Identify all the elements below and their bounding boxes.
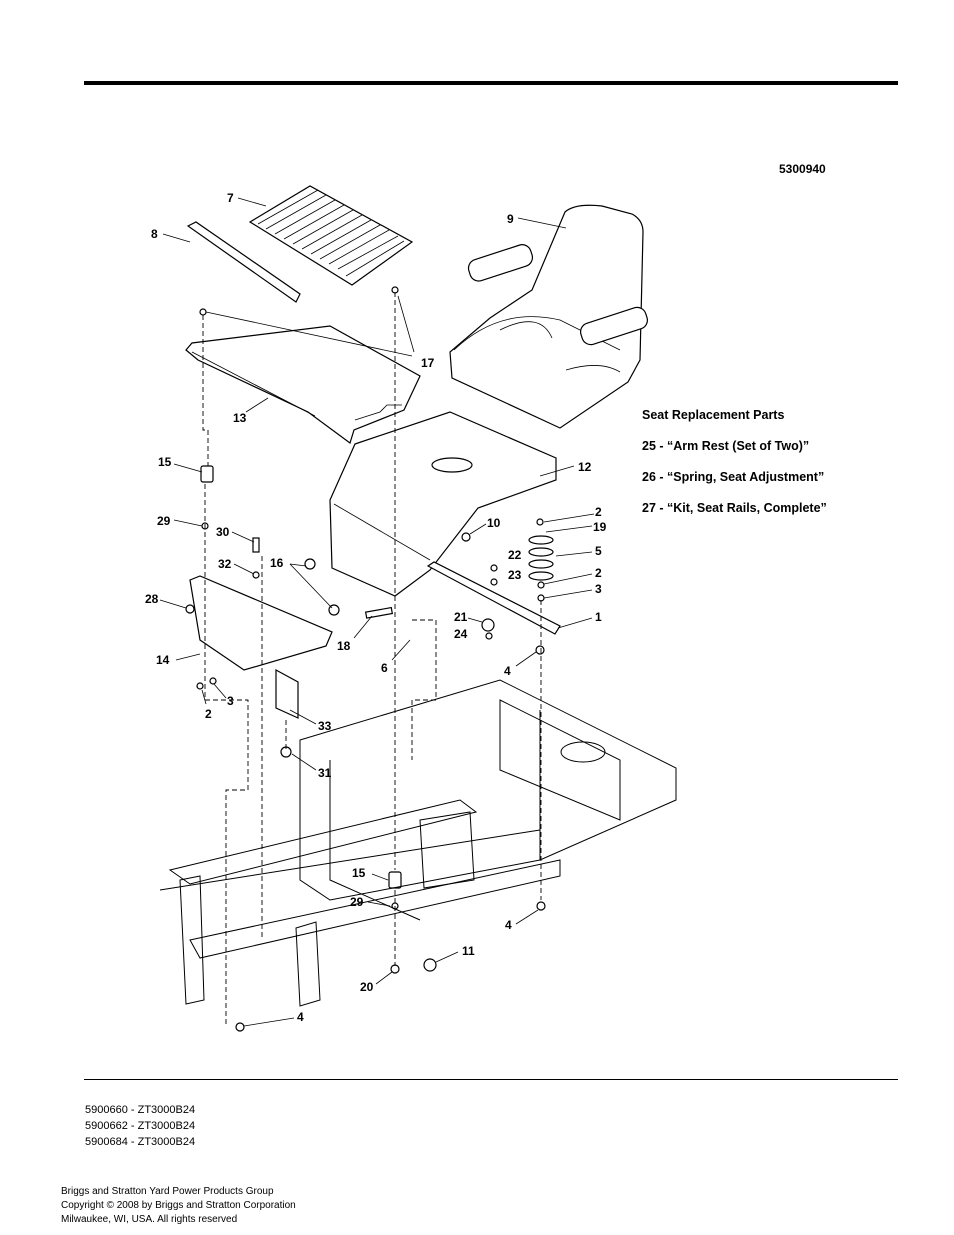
model-number: 5900684 - ZT3000B24: [85, 1136, 196, 1148]
part-label: 29: [350, 895, 364, 909]
part-label: 4: [505, 918, 512, 932]
part-label: 2: [595, 505, 602, 519]
part-label: 17: [421, 356, 435, 370]
floor-mat-part: [248, 185, 414, 286]
part-label: 12: [578, 460, 592, 474]
part-label: 5: [595, 544, 602, 558]
part-label: 22: [508, 548, 522, 562]
part-label: 13: [233, 411, 247, 425]
part-label: 31: [318, 766, 332, 780]
seat-parts-item: 25 - “Arm Rest (Set of Two)”: [642, 439, 810, 453]
model-number: 5900662 - ZT3000B24: [85, 1120, 196, 1132]
part-label: 4: [297, 1010, 304, 1024]
part-label: 19: [593, 520, 607, 534]
part-label: 1: [595, 610, 602, 624]
seat-bracket-part: [329, 411, 557, 597]
part-labels: 7 8 9 17 13 12 15 29 30 32 16 28 10 2 19…: [145, 191, 607, 1024]
model-number: 5900660 - ZT3000B24: [85, 1104, 196, 1116]
part-label: 3: [227, 694, 234, 708]
part-label: 15: [352, 866, 366, 880]
alignment-lines: [202, 292, 542, 1027]
lower-plate-part: [189, 575, 333, 671]
seat-pan-part: [185, 325, 421, 444]
bracket-part: [275, 668, 299, 719]
part-label: 10: [487, 516, 501, 530]
footer-line: Copyright © 2008 by Briggs and Stratton …: [61, 1200, 296, 1211]
part-label: 7: [227, 191, 234, 205]
footer-rule: [84, 1079, 898, 1080]
leader-lines: [159, 197, 595, 1027]
copyright-footer: Briggs and Stratton Yard Power Products …: [61, 1185, 296, 1227]
model-list: 5900660 - ZT3000B24 5900662 - ZT3000B24 …: [85, 1102, 195, 1150]
part-label: 21: [454, 610, 468, 624]
part-label: 14: [156, 653, 170, 667]
header-rule: [84, 81, 898, 85]
seat-parts-item: 26 - “Spring, Seat Adjustment”: [642, 470, 825, 484]
floor-plate-part: [186, 221, 301, 303]
part-label: 9: [507, 212, 514, 226]
mower-frame: [159, 679, 677, 1007]
part-label: 23: [508, 568, 522, 582]
part-label: 24: [454, 627, 468, 641]
part-label: 28: [145, 592, 159, 606]
part-label: 32: [218, 557, 232, 571]
drawing-number: 5300940: [779, 162, 826, 176]
part-label: 11: [462, 944, 475, 958]
part-label: 33: [318, 719, 332, 733]
seat-parts-heading: Seat Replacement Parts: [642, 408, 785, 422]
part-label: 29: [157, 514, 171, 528]
footer-line: Briggs and Stratton Yard Power Products …: [61, 1186, 274, 1197]
seat-parts-item: 27 - “Kit, Seat Rails, Complete”: [642, 501, 827, 515]
part-label: 20: [360, 980, 374, 994]
part-label: 16: [270, 556, 284, 570]
part-label: 3: [595, 582, 602, 596]
footer-line: Milwaukee, WI, USA. All rights reserved: [61, 1214, 238, 1225]
part-label: 2: [205, 707, 212, 721]
part-label: 4: [504, 664, 511, 678]
part-label: 2: [595, 566, 602, 580]
seat-part: [449, 204, 648, 429]
seat-rail-part: [426, 561, 561, 635]
spring-part: [528, 535, 554, 581]
seat-replacement-parts: Seat Replacement Parts 25 - “Arm Rest (S…: [642, 408, 827, 532]
part-label: 18: [337, 639, 351, 653]
part-label: 6: [381, 661, 388, 675]
part-label: 8: [151, 227, 158, 241]
part-label: 15: [158, 455, 172, 469]
part-label: 30: [216, 525, 230, 539]
